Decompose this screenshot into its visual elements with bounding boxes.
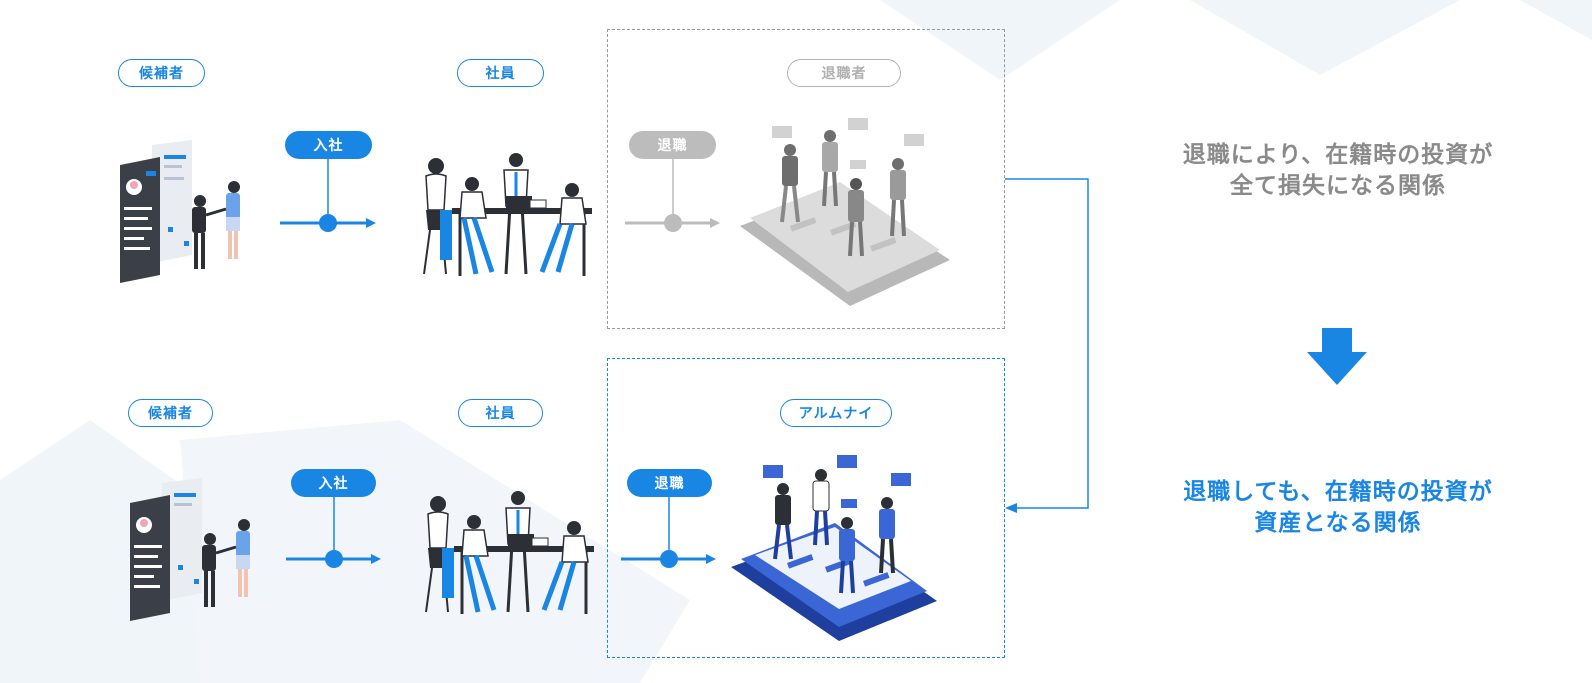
top-message: 退職により、在籍時の投資が 全て損失になる関係 <box>1148 140 1528 202</box>
bottom-alumni-label: アルムナイ <box>780 399 892 427</box>
bottom-candidate-label: 候補者 <box>128 399 213 427</box>
bottom-join-label: 入社 <box>291 469 376 497</box>
bottom-candidate-illustration <box>130 478 250 621</box>
bottom-message: 退職しても、在籍時の投資が 資産となる関係 <box>1148 477 1528 539</box>
top-retiree-label: 退職者 <box>787 59 901 87</box>
top-employee-label: 社員 <box>457 59 544 87</box>
top-message-line2: 全て損失になる関係 <box>1230 173 1446 199</box>
top-candidate-illustration <box>120 140 240 283</box>
top-join-label: 入社 <box>285 131 372 159</box>
bottom-leave-arrow <box>621 497 716 568</box>
bottom-community-illustration <box>731 455 937 641</box>
top-employee-illustration <box>423 153 592 276</box>
bottom-employee-illustration <box>425 491 594 614</box>
top-leave-arrow <box>625 159 720 232</box>
bottom-message-line1: 退職しても、在籍時の投資が <box>1183 479 1493 505</box>
top-community-illustration <box>740 118 950 306</box>
top-message-line1: 退職により、在籍時の投資が <box>1182 142 1494 168</box>
bottom-join-arrow <box>286 497 381 568</box>
retiree-box <box>607 29 1005 329</box>
bottom-message-line2: 資産となる関係 <box>1254 510 1422 536</box>
bottom-leave-label: 退職 <box>627 469 712 497</box>
top-leave-label: 退職 <box>629 131 716 159</box>
top-candidate-label: 候補者 <box>118 59 205 87</box>
bottom-employee-label: 社員 <box>458 399 543 427</box>
top-join-arrow <box>280 159 376 232</box>
alumni-box <box>607 358 1005 658</box>
down-arrow-icon <box>1307 328 1367 385</box>
